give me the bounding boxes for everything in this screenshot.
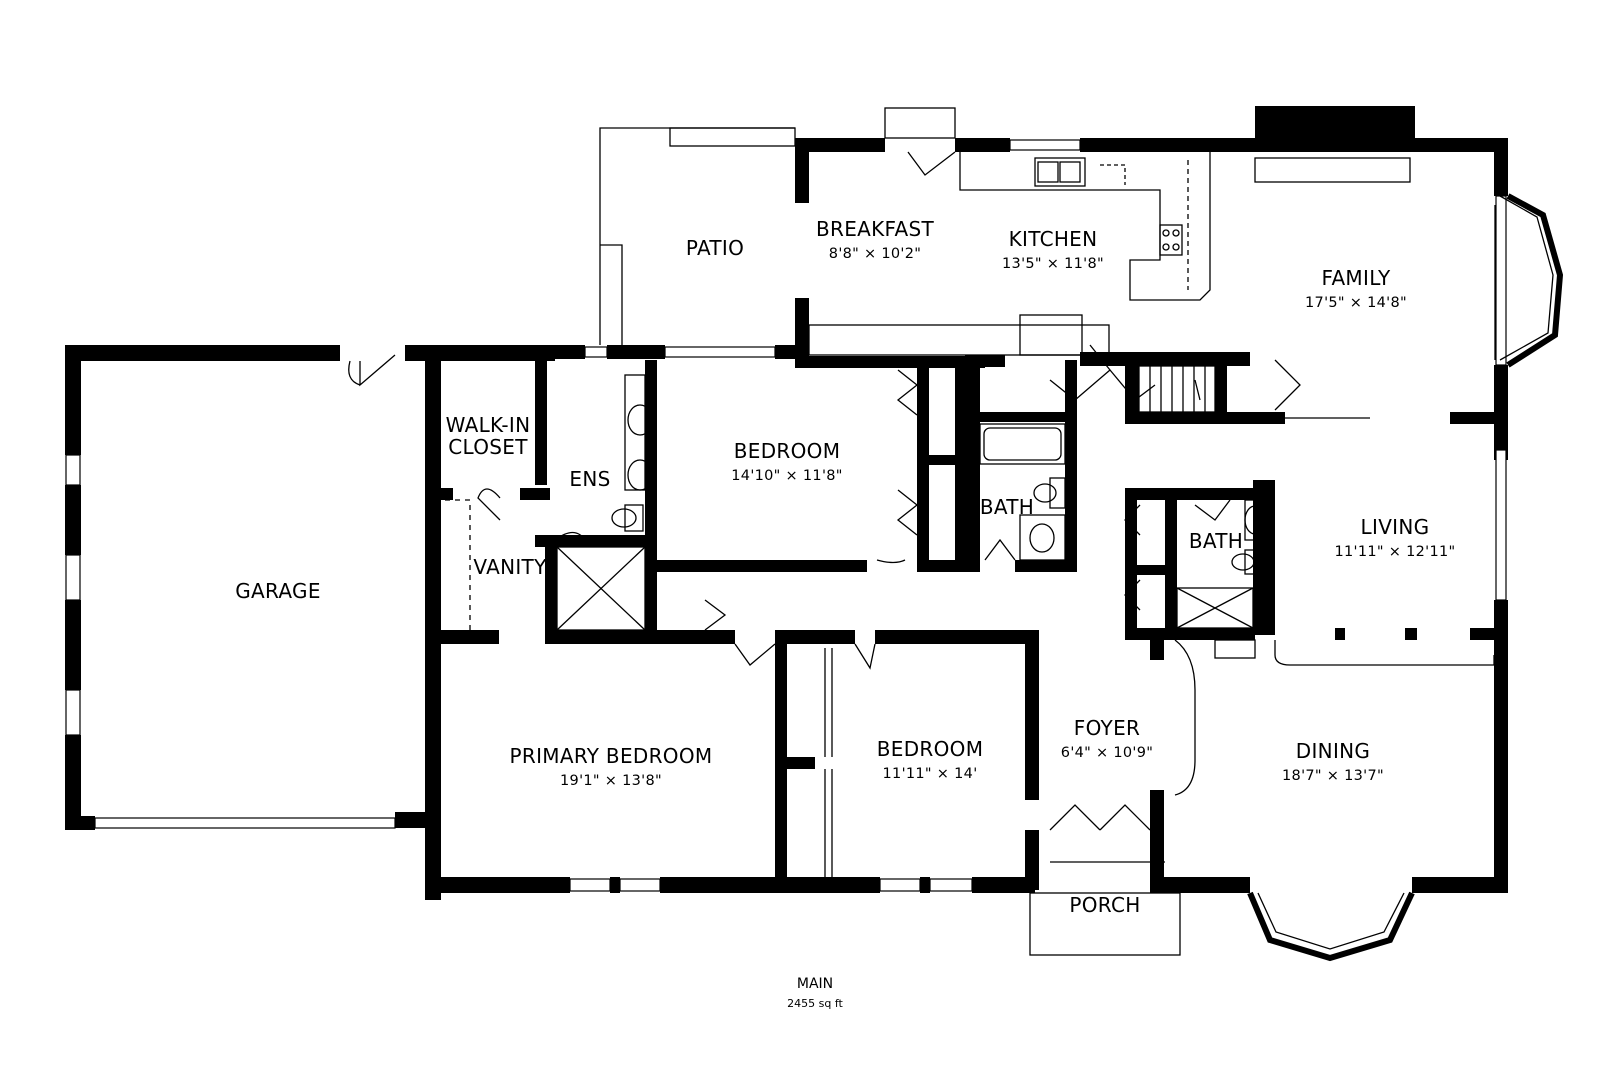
fixtures	[445, 107, 1496, 956]
room-bath-2: BATH	[1189, 529, 1243, 553]
room-name: PRIMARY BEDROOM	[510, 744, 713, 768]
room-name-line1: WALK-IN	[446, 413, 531, 437]
room-size: 11'11" × 12'11"	[1335, 544, 1456, 560]
room-name: BATH	[1189, 529, 1243, 553]
doors	[348, 151, 1301, 831]
room-bedroom-3: BEDROOM 11'11" × 14'	[877, 737, 984, 782]
room-name: BEDROOM	[734, 439, 841, 463]
room-dining: DINING 18'7" × 13'7"	[1282, 739, 1384, 784]
room-name: BEDROOM	[877, 737, 984, 761]
room-size: 8'8" × 10'2"	[829, 246, 921, 262]
room-name: DINING	[1296, 739, 1370, 763]
room-patio: PATIO	[686, 236, 744, 260]
room-name: ENS	[569, 467, 610, 491]
room-size: 19'1" × 13'8"	[560, 773, 662, 789]
room-size: 11'11" × 14'	[883, 766, 978, 782]
room-name: BREAKFAST	[816, 217, 934, 241]
room-name: GARAGE	[235, 579, 321, 603]
plan-footer: MAIN 2455 sq ft	[787, 976, 843, 1010]
level-name: MAIN	[797, 976, 833, 992]
room-size: 18'7" × 13'7"	[1282, 768, 1384, 784]
room-name: FOYER	[1074, 716, 1140, 740]
room-porch: PORCH	[1069, 893, 1140, 917]
room-name: BATH	[980, 495, 1034, 519]
room-name: PORCH	[1069, 893, 1140, 917]
walls	[65, 106, 1508, 900]
room-name: LIVING	[1361, 515, 1430, 539]
total-area: 2455 sq ft	[787, 997, 843, 1010]
room-size: 13'5" × 11'8"	[1002, 256, 1104, 272]
room-bedroom-2: BEDROOM 14'10" × 11'8"	[731, 439, 842, 484]
room-primary-bedroom: PRIMARY BEDROOM 19'1" × 13'8"	[510, 744, 713, 789]
room-foyer: FOYER 6'4" × 10'9"	[1061, 716, 1153, 761]
room-breakfast: BREAKFAST 8'8" × 10'2"	[816, 217, 934, 262]
room-name: KITCHEN	[1009, 227, 1098, 251]
room-kitchen: KITCHEN 13'5" × 11'8"	[1002, 227, 1104, 272]
room-family: FAMILY 17'5" × 14'8"	[1305, 266, 1407, 311]
room-name-line2: CLOSET	[448, 435, 528, 459]
room-name: FAMILY	[1321, 266, 1390, 290]
room-walkin-closet: WALK-IN CLOSET	[446, 413, 531, 459]
room-size: 6'4" × 10'9"	[1061, 745, 1153, 761]
room-name: VANITY	[473, 555, 547, 579]
room-living: LIVING 11'11" × 12'11"	[1335, 515, 1456, 560]
room-name: PATIO	[686, 236, 744, 260]
room-garage: GARAGE	[235, 579, 321, 603]
room-size: 17'5" × 14'8"	[1305, 295, 1407, 311]
room-ensuite: ENS	[569, 467, 610, 491]
windows	[65, 139, 1507, 892]
room-size: 14'10" × 11'8"	[731, 468, 842, 484]
room-bath-1: BATH	[980, 495, 1034, 519]
room-vanity: VANITY	[473, 555, 547, 579]
bay-windows	[1247, 193, 1564, 962]
